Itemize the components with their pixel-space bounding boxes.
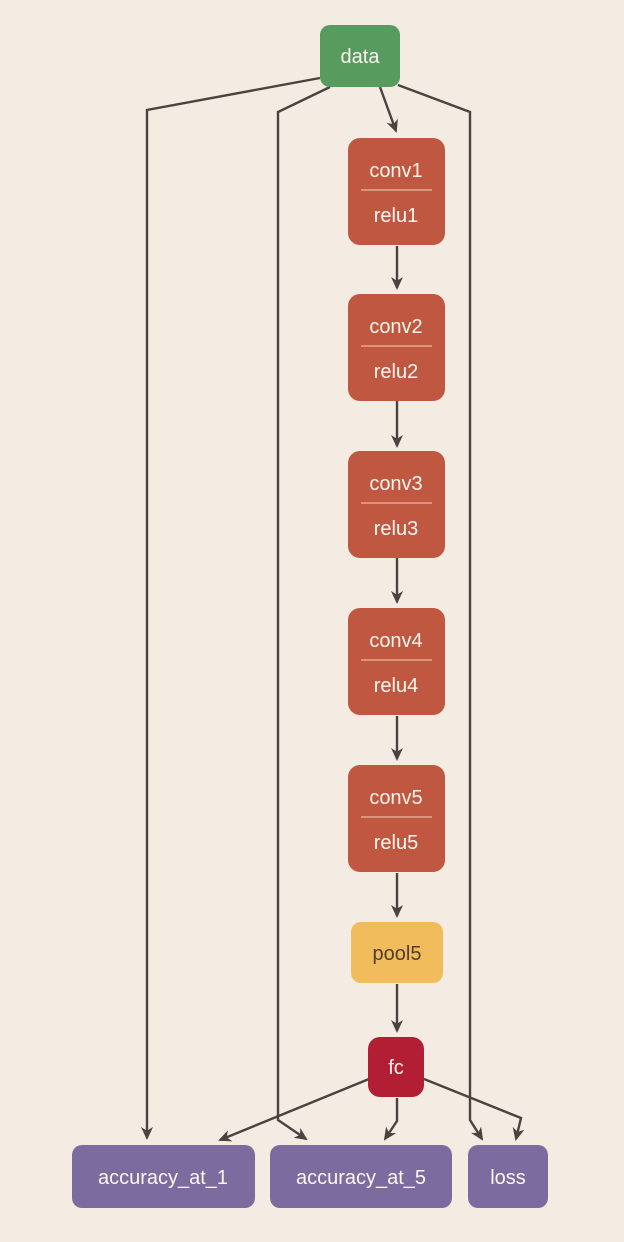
accuracy-at-1-node-box[interactable] — [72, 1145, 255, 1208]
edge-data-conv1 — [378, 86, 398, 133]
node-accuracy-at-5[interactable]: accuracy_at_5 — [270, 1145, 452, 1208]
conv2-label: conv2 — [369, 316, 422, 338]
relu5-label: relu5 — [374, 832, 418, 854]
node-pool5[interactable]: pool5 — [351, 922, 443, 983]
node-data[interactable]: data — [320, 25, 400, 87]
edge-layer — [141, 76, 525, 1142]
conv1-node-box[interactable] — [348, 138, 445, 245]
edge-fc-accuracy-at-5 — [383, 1098, 399, 1141]
loss-node-box[interactable] — [468, 1145, 548, 1208]
node-conv1-relu1[interactable]: conv1 relu1 — [348, 138, 445, 245]
edge-data-accuracy-at-5 — [276, 85, 331, 1141]
pool5-node-box[interactable] — [351, 922, 443, 983]
relu2-label: relu2 — [374, 361, 418, 383]
conv4-node-box[interactable] — [348, 608, 445, 715]
relu4-label: relu4 — [374, 675, 418, 697]
edge-fc-accuracy-at-1 — [218, 1077, 370, 1142]
fc-label: fc — [388, 1057, 404, 1079]
conv1-label: conv1 — [369, 160, 422, 182]
node-conv4-relu4[interactable]: conv4 relu4 — [348, 608, 445, 715]
accuracy-at-5-label: accuracy_at_5 — [296, 1167, 426, 1189]
node-accuracy-at-1[interactable]: accuracy_at_1 — [72, 1145, 255, 1208]
loss-label: loss — [490, 1167, 526, 1189]
conv3-node-box[interactable] — [348, 451, 445, 558]
node-conv2-relu2[interactable]: conv2 relu2 — [348, 294, 445, 401]
node-conv5-relu5[interactable]: conv5 relu5 — [348, 765, 445, 872]
fc-node-box[interactable] — [368, 1037, 424, 1097]
conv5-node-box[interactable] — [348, 765, 445, 872]
edge-fc-loss — [423, 1077, 525, 1141]
data-node-label: data — [341, 46, 381, 68]
edge-data-loss — [397, 83, 484, 1141]
accuracy-at-1-label: accuracy_at_1 — [98, 1167, 228, 1189]
relu1-label: relu1 — [374, 205, 418, 227]
node-conv3-relu3[interactable]: conv3 relu3 — [348, 451, 445, 558]
edge-data-accuracy-at-1 — [141, 76, 321, 1140]
conv2-node-box[interactable] — [348, 294, 445, 401]
conv3-label: conv3 — [369, 473, 422, 495]
accuracy-at-5-node-box[interactable] — [270, 1145, 452, 1208]
relu3-label: relu3 — [374, 518, 418, 540]
conv5-label: conv5 — [369, 787, 422, 809]
node-fc[interactable]: fc — [368, 1037, 424, 1097]
pool5-label: pool5 — [373, 943, 422, 965]
conv4-label: conv4 — [369, 630, 422, 652]
data-node-box[interactable] — [320, 25, 400, 87]
node-loss[interactable]: loss — [468, 1145, 548, 1208]
